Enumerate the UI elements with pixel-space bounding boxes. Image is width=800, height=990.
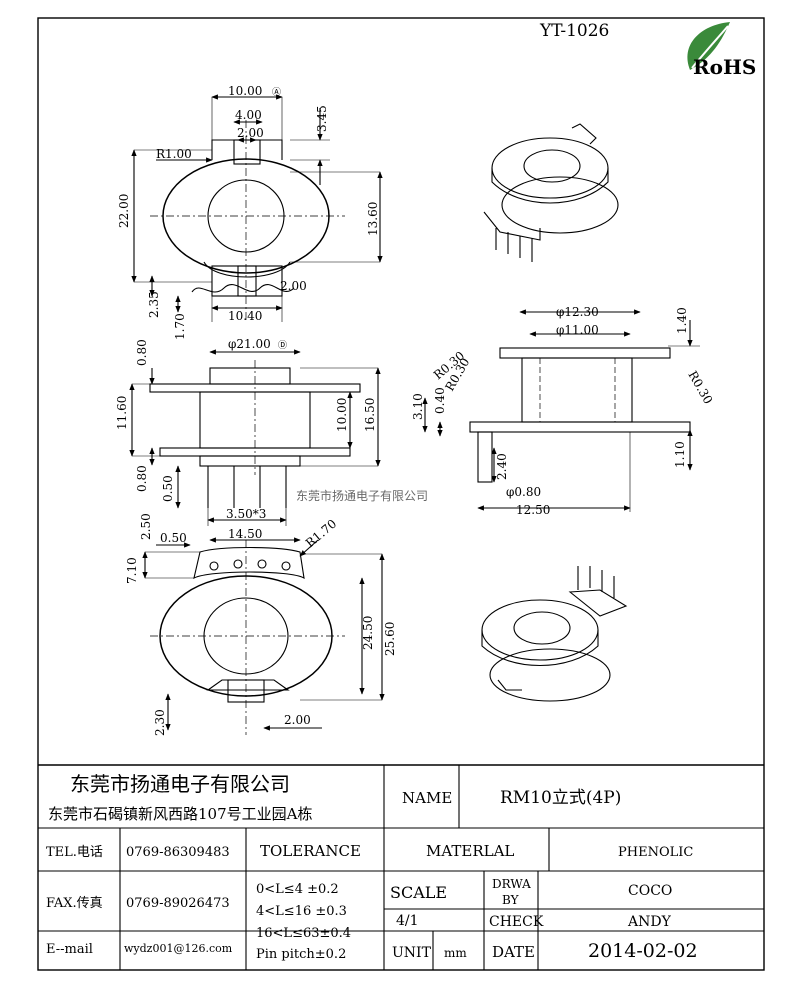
sheet-border (37, 17, 765, 971)
isometric-view-bottom (481, 566, 628, 702)
dim-tab-width: 4.00 (235, 108, 262, 122)
bottom-view (142, 537, 385, 735)
title-block-text: 东莞市扬通电子有限公司 东莞市石碣镇新风西路107号工业园A栋 NAME RM1… (46, 772, 698, 962)
dim-tab-projection: 2.50 (139, 513, 153, 540)
dim-slot-width: 2.00 (237, 126, 264, 140)
fax-label: FAX.传真 (46, 896, 103, 911)
dim-overall-height: 22.00 (117, 194, 131, 228)
tel-value: 0769-86309483 (126, 845, 230, 860)
tolerance-row-2: 4<L≤16 ±0.3 (256, 904, 347, 919)
tolerance-row-3: 16<L≤63±0.4 (256, 926, 351, 941)
top-view-dimensions: 10.00 Ⓐ 4.00 2.00 3.45 R1.00 22.00 13.60… (117, 84, 380, 340)
dim-overall-bottom-height: 25.60 (383, 622, 397, 656)
dim-notch-width: 2.00 (284, 713, 311, 727)
name-label: NAME (402, 789, 452, 807)
fax-value: 0769-89026473 (126, 896, 230, 911)
dim-pin-span: 14.50 (228, 527, 262, 541)
dim-pin-diameter: φ0.80 (506, 485, 541, 499)
dim-bobbin-height: 11.60 (115, 396, 129, 430)
dim-terminal-depth: 7.10 (125, 557, 139, 584)
dim-top-width: 10.00 (228, 84, 262, 98)
section-view-dimensions: φ12.30 φ11.00 1.40 R0.30 R0.30 R0.30 3.1… (411, 305, 715, 517)
dim-radius: R1.00 (156, 147, 192, 161)
isometric-view-top (483, 123, 619, 262)
dim-pin-slot: 2.00 (280, 279, 307, 293)
check-value: ANDY (627, 914, 672, 930)
email-label: E--mail (46, 942, 93, 957)
company-name: 东莞市扬通电子有限公司 (70, 772, 290, 796)
material-label: MATERLAL (426, 842, 514, 860)
tolerance-label: TOLERANCE (260, 842, 361, 860)
dim-outer-height: 24.50 (361, 616, 375, 650)
callout-a: Ⓐ (272, 87, 281, 98)
dim-radius-3: R0.30 (685, 369, 715, 407)
scale-value: 4/1 (396, 913, 419, 929)
top-view (131, 94, 383, 322)
dim-flange-gap: 0.40 (433, 387, 447, 414)
tel-label: TEL.电话 (46, 845, 103, 860)
email-value: wydz001@126.com (124, 942, 233, 955)
dim-flange-thickness-top: 0.80 (135, 339, 149, 366)
dim-tab-height: 3.45 (315, 105, 329, 132)
dim-pin-offset: 12.50 (516, 503, 550, 517)
company-address: 东莞市石碣镇新风西路107号工业园A栋 (48, 805, 312, 823)
dim-pin-length: 2.40 (495, 453, 509, 480)
drawn-label-2: BY (502, 893, 520, 907)
tolerance-row-1: 0<L≤4 ±0.2 (256, 882, 339, 897)
material-value: PHENOLIC (618, 845, 693, 860)
dim-terminal-offset: 1.70 (173, 313, 187, 340)
dim-pin-standoff: 0.50 (161, 475, 175, 502)
dim-terminal-height: 2.35 (147, 291, 161, 318)
dim-pin-pitch: 3.50*3 (226, 507, 266, 521)
drawn-value: COCO (628, 883, 672, 899)
callout-d: Ⓓ (278, 340, 287, 351)
part-number: YT-1026 (539, 21, 609, 41)
check-label: CHECK (489, 914, 544, 930)
dim-winding-height: 10.00 (335, 398, 349, 432)
scale-label: SCALE (390, 883, 447, 902)
dim-tab-step: 0.50 (160, 531, 187, 545)
side-view-dimensions: φ21.00 Ⓓ 0.80 11.60 10.00 16.50 0.80 0.5… (115, 337, 377, 521)
title-block (38, 764, 764, 970)
part-name: RM10立式(4P) (500, 788, 621, 808)
dim-top-flange: 1.40 (675, 307, 689, 334)
dim-flange-diameter: φ21.00 (228, 337, 271, 351)
dim-flange-thickness-bottom: 0.80 (135, 465, 149, 492)
dim-notch-height: 2.30 (153, 709, 167, 736)
unit-value: mm (444, 946, 467, 960)
watermark-text: 东莞市扬通电子有限公司 (296, 488, 428, 503)
rohs-logo-text: RoHS (693, 55, 756, 79)
side-view (129, 349, 381, 526)
date-label: DATE (492, 943, 535, 961)
dim-core-od: φ11.00 (556, 323, 599, 337)
rohs-logo: RoHS (687, 22, 756, 79)
tolerance-row-4: Pin pitch±0.2 (256, 947, 346, 962)
drawn-label-1: DRWA (492, 877, 531, 891)
dim-pin-radius: R1.70 (303, 517, 339, 551)
date-value: 2014-02-02 (588, 940, 698, 962)
dim-inner-height: 13.60 (366, 202, 380, 236)
dim-overall-side-height: 16.50 (363, 398, 377, 432)
section-view (422, 309, 700, 512)
bottom-view-dimensions: 2.50 0.50 14.50 R1.70 7.10 24.50 25.60 2… (125, 513, 397, 736)
unit-label: UNIT (392, 945, 432, 961)
dim-bottom-flange: 3.10 (411, 393, 425, 420)
dim-terminal-width: 10.40 (228, 309, 262, 323)
dim-step-height: 1.10 (673, 441, 687, 468)
dim-flange-od: φ12.30 (556, 305, 599, 319)
